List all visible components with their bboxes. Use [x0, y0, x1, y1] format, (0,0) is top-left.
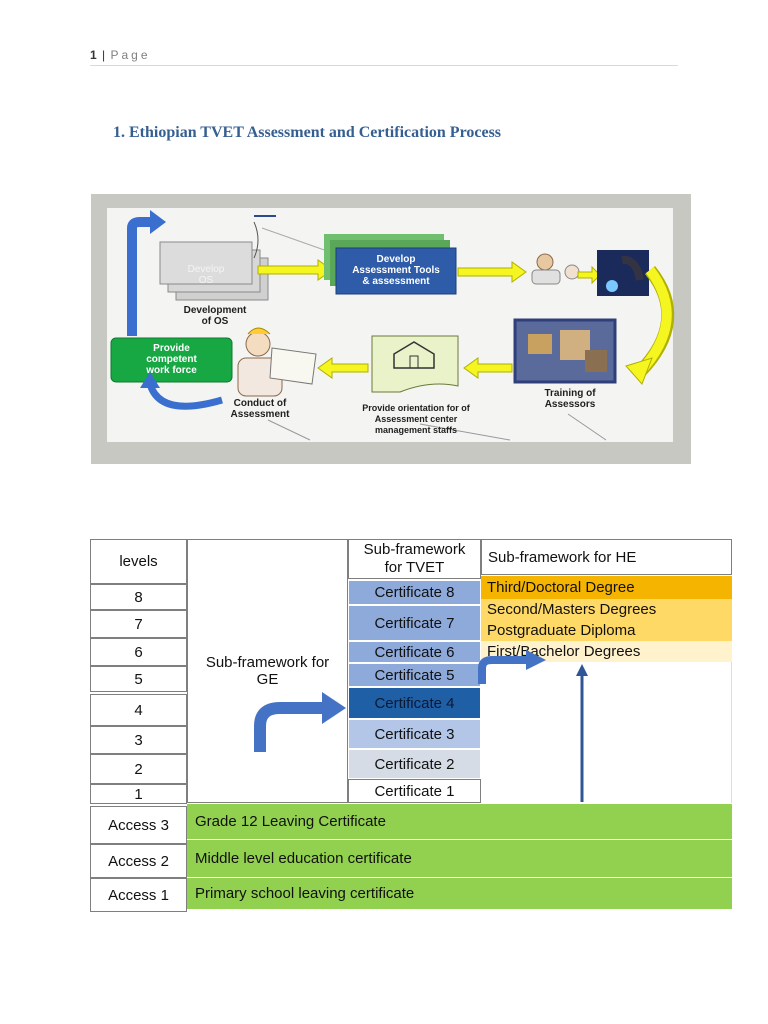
certificate-cell: Certificate 8: [348, 580, 481, 605]
curved-arrow-conduct: [146, 382, 223, 410]
certificate-cell: Certificate 3: [348, 719, 481, 749]
person-two-icon: [564, 264, 580, 280]
development-of-os-label: Development of OS: [183, 305, 247, 327]
assessor-head-icon: [245, 331, 271, 357]
conduct-label: Conduct of Assessment: [230, 398, 290, 420]
he-header: Sub-framework for HE: [481, 539, 732, 575]
competent-workforce-box: [110, 337, 233, 383]
curved-arrow-head: [625, 357, 653, 385]
house-icon: [393, 341, 435, 369]
level-cell: 5: [90, 666, 187, 692]
certificate-cell: Certificate 2: [348, 749, 481, 779]
page-word: Page: [110, 48, 151, 62]
access-text: Primary school leaving certificate: [187, 878, 732, 910]
level-cell: 6: [90, 638, 187, 666]
levels-header: levels: [90, 539, 187, 584]
develop-os-label: Develop OS: [187, 264, 225, 286]
he-empty-area: [481, 662, 732, 803]
person-head-icon: [536, 253, 554, 271]
certificate-cell: Certificate 1: [348, 779, 481, 803]
section-heading: 1. Ethiopian TVET Assessment and Certifi…: [113, 124, 502, 141]
hardhat-icon: [247, 327, 271, 335]
page-number: 1: [90, 48, 98, 62]
access-text: Grade 12 Leaving Certificate: [187, 804, 732, 840]
os-box-front: [159, 241, 253, 285]
certificate-cell: Certificate 5: [348, 663, 481, 687]
bracket-curve: [253, 221, 259, 259]
certificate-cell: Certificate 7: [348, 605, 481, 641]
orientation-document: [371, 335, 459, 393]
he-degree-cell: Postgraduate Diploma: [481, 620, 732, 641]
ge-subframework: Sub-framework for GE: [187, 539, 348, 803]
level-cell: 7: [90, 610, 187, 638]
he-degree-cell: Second/Masters Degrees: [481, 599, 732, 620]
weld-spark: [606, 280, 618, 292]
certificate-cell: Certificate 4: [348, 687, 481, 719]
competent-label: Provide competent work force: [146, 343, 197, 376]
certificate-cell: Certificate 6: [348, 641, 481, 663]
level-cell: 3: [90, 726, 187, 754]
level-cell: 8: [90, 584, 187, 610]
arrow-tools-people: [457, 261, 527, 283]
blueprint-icon: [269, 347, 317, 385]
develop-tools-label: Develop Assessment Tools & assessment: [352, 254, 440, 287]
person-body-icon: [531, 269, 561, 285]
loop-arrow-head: [150, 210, 166, 234]
header-separator: |: [102, 48, 107, 62]
curved-arrow-conduct-head: [140, 372, 160, 388]
access-label: Access 2: [90, 844, 187, 878]
orientation-label: Provide orientation for of Assessment ce…: [362, 403, 470, 435]
access-text: Middle level education certificate: [187, 840, 732, 878]
tools-box-front: [335, 247, 457, 295]
access-label: Access 1: [90, 878, 187, 912]
arrow-training-orientation: [463, 357, 513, 379]
callout-line: [261, 227, 331, 253]
tvet-header: Sub-framework for TVET: [348, 539, 481, 579]
training-label: Training of Assessors: [544, 388, 596, 410]
arrow-people-welder: [577, 265, 601, 285]
page-header: 1 | Page: [90, 48, 151, 62]
level-cell: 1: [90, 784, 187, 804]
arrow-orientation-conduct: [317, 357, 369, 379]
loop-arrow-left: [127, 217, 152, 336]
he-degree-cell: First/Bachelor Degrees: [481, 641, 732, 662]
header-rule: [90, 65, 678, 66]
he-degree-cell: Third/Doctoral Degree: [481, 576, 732, 599]
level-cell: 2: [90, 754, 187, 784]
access-label: Access 3: [90, 806, 187, 844]
arrow-os-tools: [257, 259, 333, 281]
level-cell: 4: [90, 694, 187, 726]
